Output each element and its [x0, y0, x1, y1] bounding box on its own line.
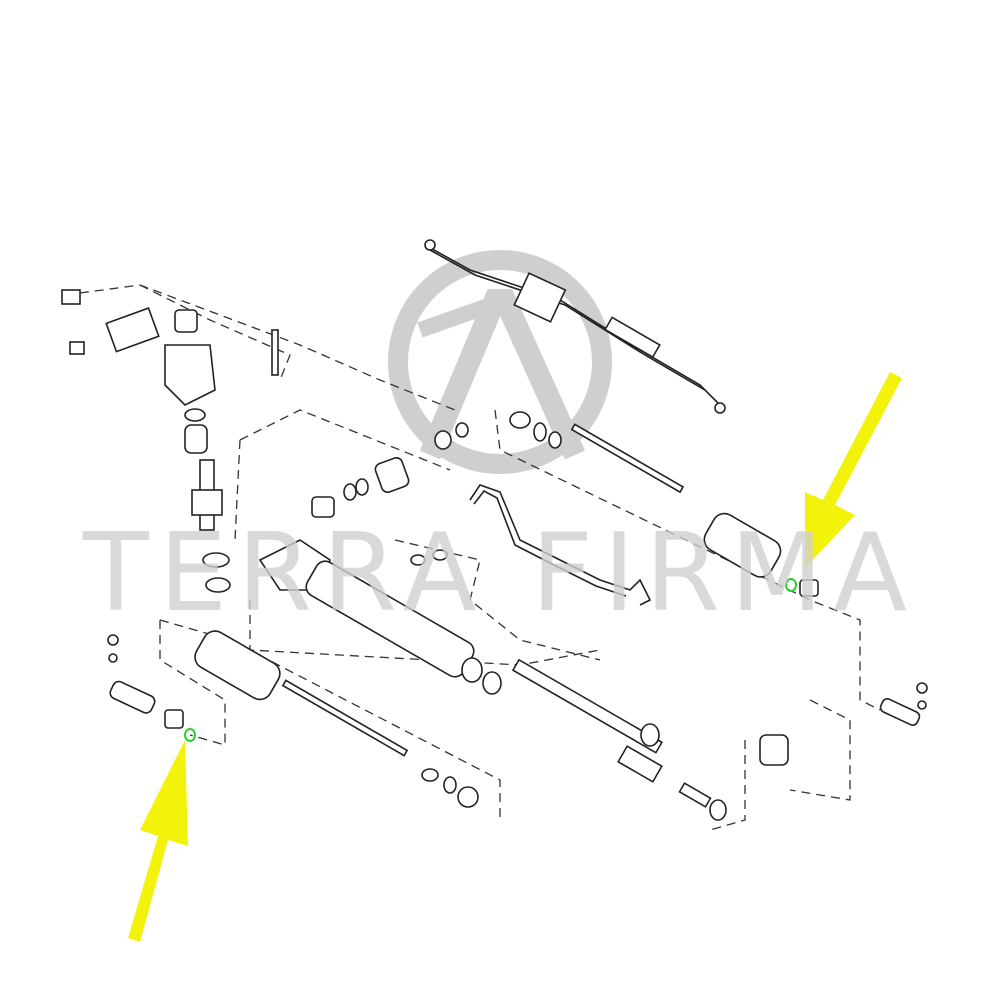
left-tie-rod-assembly: [107, 630, 479, 808]
rack-bar: [511, 658, 727, 821]
rack-housing: [258, 539, 502, 695]
highlighted-o-ring-left: [184, 728, 196, 742]
watermark-text: TERRA FIRMA: [82, 511, 917, 636]
pointer-arrows: [128, 372, 902, 942]
watermark-logo: [388, 250, 612, 474]
pinion-assembly: [61, 289, 279, 593]
watermark-circle: [388, 250, 612, 474]
hydraulic-line: [469, 484, 652, 606]
arrow-left-icon: [128, 740, 188, 942]
dashed-guides: [64, 284, 881, 831]
highlighted-o-ring-right: [785, 578, 797, 592]
rack-overview-illustration: [424, 239, 726, 414]
arrow-right-icon: [805, 372, 902, 568]
seal-kit-parts: [311, 422, 469, 566]
watermark-bar: [417, 292, 508, 338]
right-tie-rod-assembly: [509, 411, 928, 726]
end-bushing: [759, 734, 789, 766]
